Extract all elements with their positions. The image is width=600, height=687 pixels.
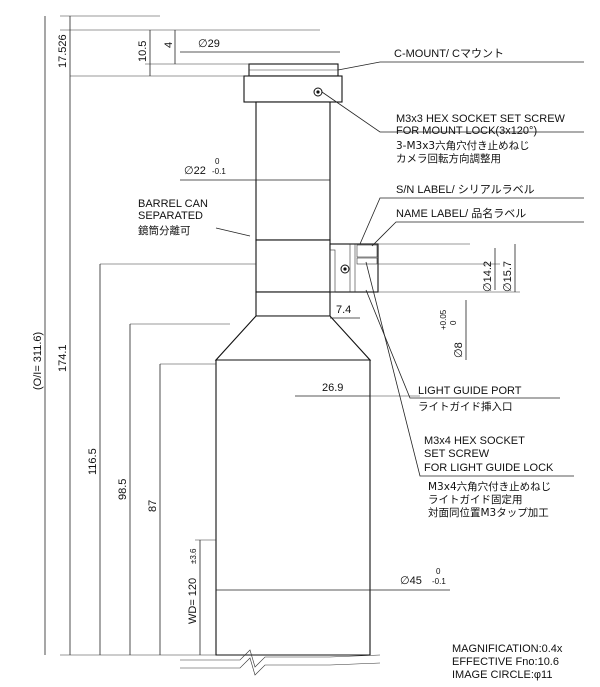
dim-116-5: 116.5 <box>87 448 99 475</box>
dimension-texts: ∅29 ∅22 0 -0.1 7.4 26.9 ∅45 0 -0.1 ∅14.2… <box>32 34 514 624</box>
name-label: NAME LABEL/ 品名ラベル <box>396 206 526 220</box>
lg-screw-label-2: SET SCREW <box>424 448 490 460</box>
light-guide-port-label: LIGHT GUIDE PORT <box>418 385 522 397</box>
dim-d45-tol-up: 0 <box>436 567 441 576</box>
spec-image-circle: IMAGE CIRCLE:φ11 <box>452 669 552 681</box>
dimension-lines <box>44 16 516 655</box>
dim-d22: ∅22 <box>184 165 206 177</box>
light-guide-port-jp: ライトガイド挿入口 <box>418 400 513 413</box>
dim-d45-tol-lo: -0.1 <box>432 577 446 586</box>
lg-screw-label-3: FOR LIGHT GUIDE LOCK <box>424 462 554 474</box>
mount-screw-label-2: FOR MOUNT LOCK(3x120°) <box>396 125 537 137</box>
dim-10-5: 10.5 <box>137 41 149 62</box>
dim-d8-tol-lo: 0 <box>449 320 458 325</box>
lg-screw-jp-3: 対面同位置M3タップ加工 <box>428 506 549 519</box>
dim-d22-tol-up: 0 <box>215 157 220 166</box>
dim-d45: ∅45 <box>400 575 422 587</box>
sn-label: S/N LABEL/ シリアルラベル <box>396 184 535 196</box>
mount-screw-label-1: M3x3 HEX SOCKET SET SCREW <box>396 113 566 125</box>
dim-d15-7: ∅15.7 <box>502 261 514 292</box>
lg-screw-jp-1: M3x4六角穴付き止めねじ <box>428 480 551 493</box>
extension-lines <box>60 15 520 656</box>
dim-d8-tol-up: +0.05 <box>439 309 448 330</box>
lens-outline <box>180 63 381 676</box>
dim-7-4: 7.4 <box>336 304 351 316</box>
lg-screw-label-1: M3x4 HEX SOCKET <box>424 435 525 447</box>
dim-311-6: (O/I= 311.6) <box>32 332 44 390</box>
dim-17-526: 17.526 <box>57 34 69 68</box>
spec-fno: EFFECTIVE Fno:10.6 <box>452 656 559 668</box>
dim-wd: WD= 120 <box>187 578 199 624</box>
barrel-label-1: BARREL CAN <box>138 198 208 210</box>
barrel-label-jp: 鏡筒分離可 <box>138 224 191 237</box>
dim-174-1: 174.1 <box>57 344 69 372</box>
dim-d22-tol-lo: -0.1 <box>212 167 226 176</box>
barrel-label-2: SEPARATED <box>138 210 203 222</box>
callouts: C-MOUNT/ Cマウント M3x3 HEX SOCKET SET SCREW… <box>138 47 566 519</box>
lg-screw-jp-2: ライトガイド固定用 <box>428 493 523 506</box>
dim-4: 4 <box>163 42 175 48</box>
dim-d8: ∅8 <box>453 342 465 358</box>
dim-wd-tol: ±3.6 <box>189 548 198 564</box>
leader-lines <box>215 61 584 477</box>
mount-screw-jp-2: カメラ回転方向調整用 <box>396 152 501 165</box>
spec-block: MAGNIFICATION:0.4x EFFECTIVE Fno:10.6 IM… <box>452 643 563 681</box>
dim-d29: ∅29 <box>198 38 220 50</box>
mount-screw-jp-1: 3-M3x3六角穴付き止めねじ <box>396 139 530 152</box>
dim-26-9: 26.9 <box>322 382 343 394</box>
spec-magnification: MAGNIFICATION:0.4x <box>452 643 563 655</box>
dim-d14-2: ∅14.2 <box>482 261 494 292</box>
dim-87: 87 <box>147 500 159 512</box>
cmount-label: C-MOUNT/ Cマウント <box>394 47 504 60</box>
dim-98-5: 98.5 <box>117 479 129 500</box>
